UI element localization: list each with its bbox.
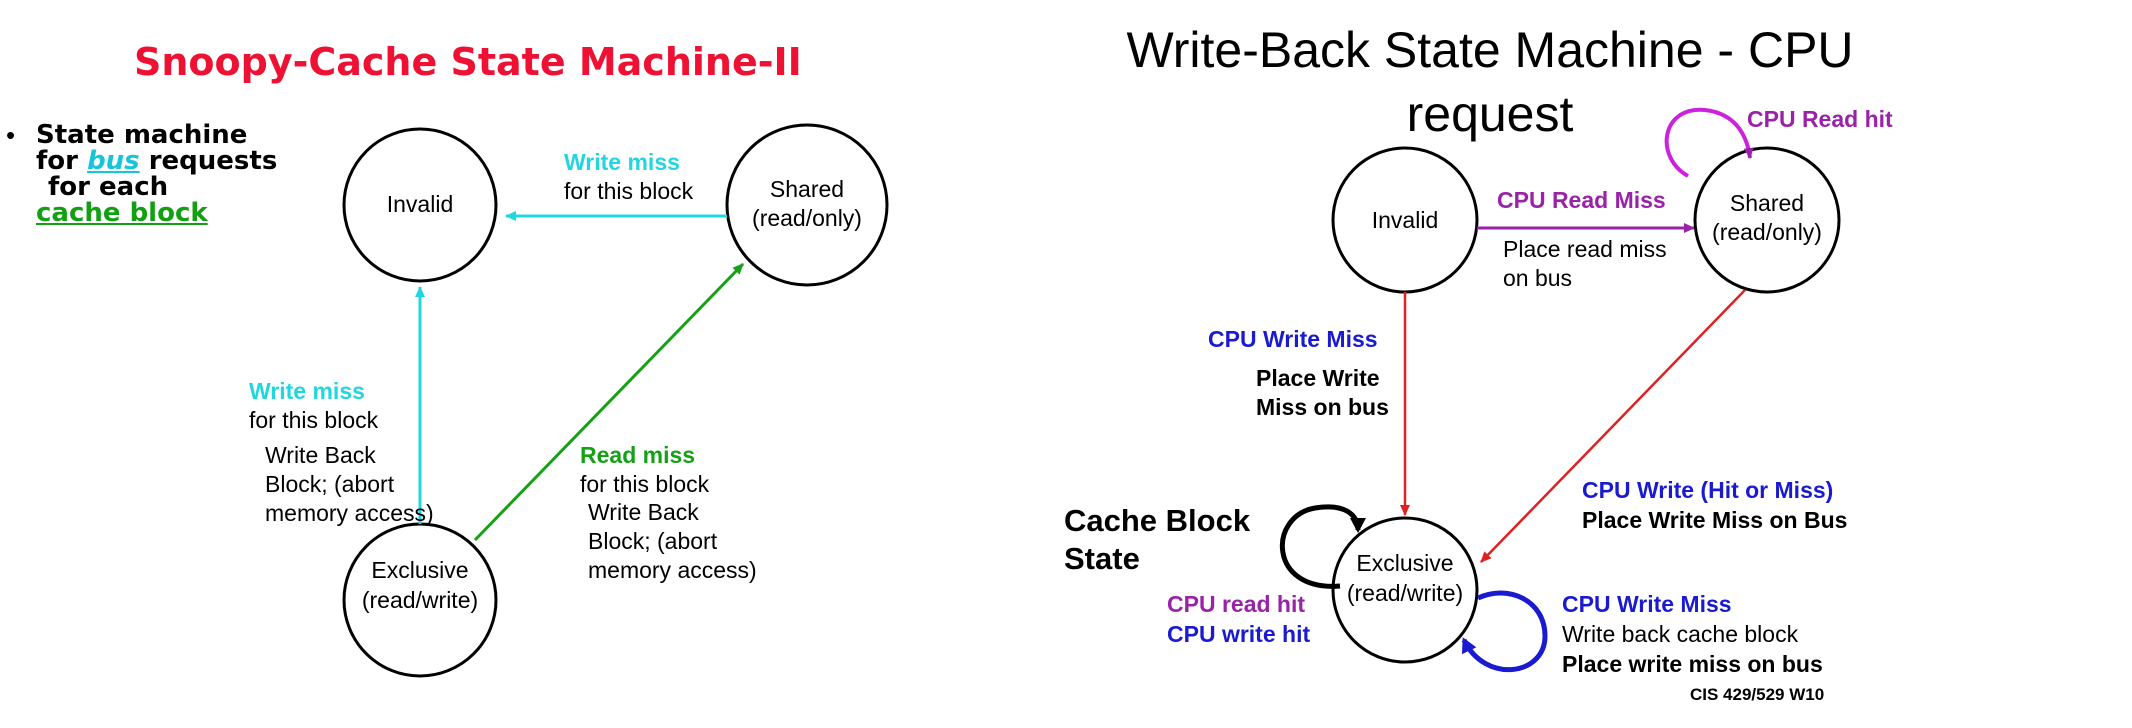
state-shared-right-label-1: Shared (1729, 190, 1805, 216)
right-invalid-shared-action-2: on bus (1503, 265, 1573, 291)
state-invalid-left (342, 127, 498, 283)
state-exclusive-left-label-1: Exclusive (371, 557, 469, 583)
left-title: Snoopy-Cache State Machine-II (134, 40, 802, 84)
right-excl-cpu-write-hit: CPU write hit (1167, 621, 1311, 647)
left-excl-shared-action-2: Block; (abort (588, 528, 718, 554)
state-invalid-right-label: Invalid (1371, 207, 1439, 233)
loop-exclusive-blue (1461, 590, 1548, 673)
right-invalid-excl-action-1: Place Write (1256, 365, 1380, 391)
right-shared-excl-event: CPU Write (Hit or Miss) (1582, 477, 1834, 503)
arrow-exclusive-to-shared (473, 262, 745, 542)
right-invalid-shared-action-1: Place read miss (1503, 236, 1667, 262)
right-invalid-shared-event: CPU Read Miss (1497, 187, 1666, 213)
left-excl-invalid-action-1: Write Back (265, 442, 376, 468)
right-shared-read-hit: CPU Read hit (1747, 106, 1893, 132)
left-excl-invalid-event: Write miss (249, 378, 365, 404)
right-excl-write-miss-action-2: Place write miss on bus (1562, 651, 1823, 677)
right-excl-write-miss-event: CPU Write Miss (1562, 591, 1732, 617)
bullet-line-2: for bus requests (36, 146, 278, 176)
left-excl-invalid-action-2: Block; (abort (265, 471, 395, 497)
footer-course: CIS 429/529 W10 (1690, 685, 1825, 704)
bullet-line-3: for each (48, 172, 169, 202)
bullet-line-1: State machine (36, 120, 248, 150)
cache-block-state-label-2: State (1064, 541, 1140, 576)
state-shared-left-label-2: (read/only) (752, 205, 862, 231)
right-invalid-excl-action-2: Miss on bus (1256, 394, 1389, 420)
bus-link-text: bus (87, 146, 140, 176)
left-excl-invalid-detail: for this block (249, 407, 379, 433)
left-excl-invalid-action-3: memory access) (265, 500, 434, 526)
right-shared-excl-action: Place Write Miss on Bus (1582, 507, 1848, 533)
right-excl-cpu-read-hit: CPU read hit (1167, 591, 1306, 617)
left-shared-invalid-event: Write miss (564, 149, 680, 175)
arrow-shared-to-exclusive (1480, 289, 1746, 563)
state-shared-right (1693, 146, 1841, 294)
left-shared-invalid-detail: for this block (564, 178, 694, 204)
state-exclusive-left-label-2: (read/write) (361, 587, 479, 613)
state-shared-left-label-1: Shared (769, 176, 845, 202)
state-exclusive-right-label-1: Exclusive (1356, 550, 1454, 576)
state-exclusive-right (1331, 516, 1479, 664)
state-exclusive-right-label-2: (read/write) (1346, 580, 1464, 606)
right-title: Write-Back State Machine - CPU request (1126, 22, 1854, 142)
state-shared-left (725, 123, 889, 287)
left-excl-shared-event: Read miss (580, 442, 696, 468)
left-excl-shared-action-1: Write Back (588, 499, 699, 525)
bullet-glyph: • (6, 120, 16, 150)
right-excl-write-miss-action-1: Write back cache block (1562, 621, 1799, 647)
state-shared-right-label-2: (read/only) (1712, 219, 1822, 245)
left-excl-shared-detail: for this block (580, 471, 710, 497)
right-invalid-excl-event: CPU Write Miss (1208, 326, 1378, 352)
loop-exclusive-black (1279, 504, 1366, 589)
cache-block-state-label-1: Cache Block (1064, 503, 1251, 538)
state-invalid-left-label: Invalid (386, 191, 454, 217)
left-excl-shared-action-3: memory access) (588, 557, 757, 583)
bullet-line-4: cache block (36, 198, 208, 228)
loop-shared-read-hit (1664, 107, 1754, 178)
